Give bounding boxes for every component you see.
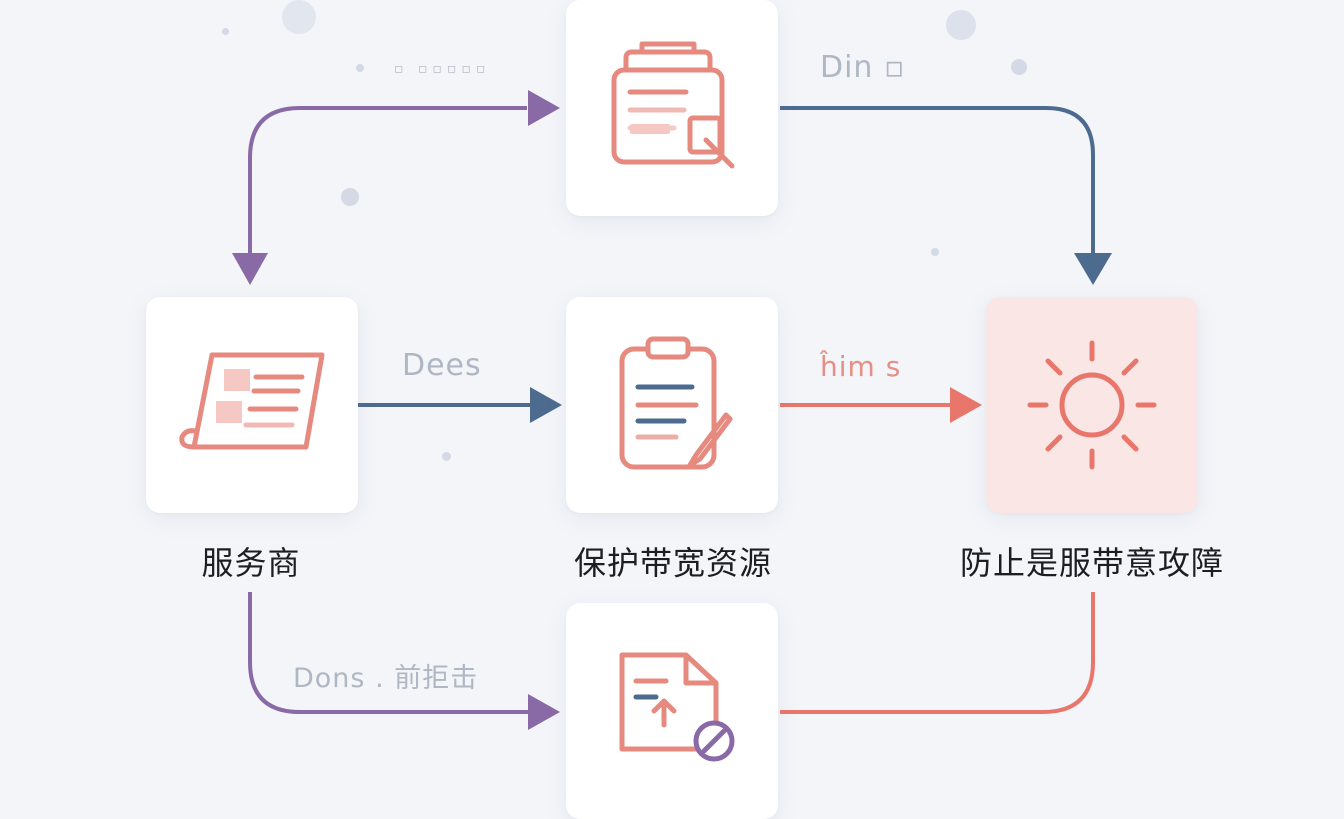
edge-label-middle-right: ĥim s <box>820 350 902 383</box>
arrow-head-to-top-card <box>528 90 560 126</box>
arrow-head-to-provider <box>232 253 268 285</box>
background-dot <box>1011 59 1027 75</box>
newspaper-icon <box>179 352 325 450</box>
edge-top-to-prevent <box>780 106 1095 255</box>
edge-provider-to-bottom <box>248 592 528 714</box>
node-file-upload[interactable] <box>566 603 778 819</box>
edge-prevent-to-bottom <box>780 592 1095 714</box>
node-label-prevent: 防止是服带意攻障 <box>959 544 1225 582</box>
edge-top-to-provider <box>248 106 527 258</box>
node-bandwidth[interactable] <box>566 297 778 513</box>
arrow-head-to-bottom-card <box>528 694 560 730</box>
file-upload-block-icon <box>619 652 735 762</box>
background-dot <box>946 10 976 40</box>
node-document-search[interactable] <box>566 0 778 216</box>
arrow-head-to-bandwidth <box>530 387 562 423</box>
node-provider[interactable] <box>146 297 358 513</box>
background-dot <box>931 248 939 256</box>
node-label-provider: 服务商 <box>201 544 301 582</box>
arrow-head-to-prevent-middle <box>950 387 982 423</box>
background-dot <box>341 188 359 206</box>
clipboard-pen-icon <box>619 336 733 470</box>
node-prevent[interactable] <box>986 297 1198 513</box>
edge-label-top-right: Din ▫ <box>820 50 906 85</box>
document-search-icon <box>611 41 735 169</box>
node-label-bandwidth: 保护带宽资源 <box>573 544 773 582</box>
arrow-head-to-prevent <box>1074 253 1112 285</box>
background-dot <box>222 28 229 35</box>
background-dot <box>282 0 316 34</box>
diagram-edges <box>232 90 1112 730</box>
background-dot <box>442 452 451 461</box>
edge-label-bottom-left: Dons . 前拒击 <box>293 663 479 694</box>
edge-label-middle-left: Dees <box>402 348 482 383</box>
sun-icon <box>1027 340 1157 470</box>
decorative-dots-text: ▫ ▫▫▫▫▫ <box>394 61 491 77</box>
background-dot <box>356 64 364 72</box>
